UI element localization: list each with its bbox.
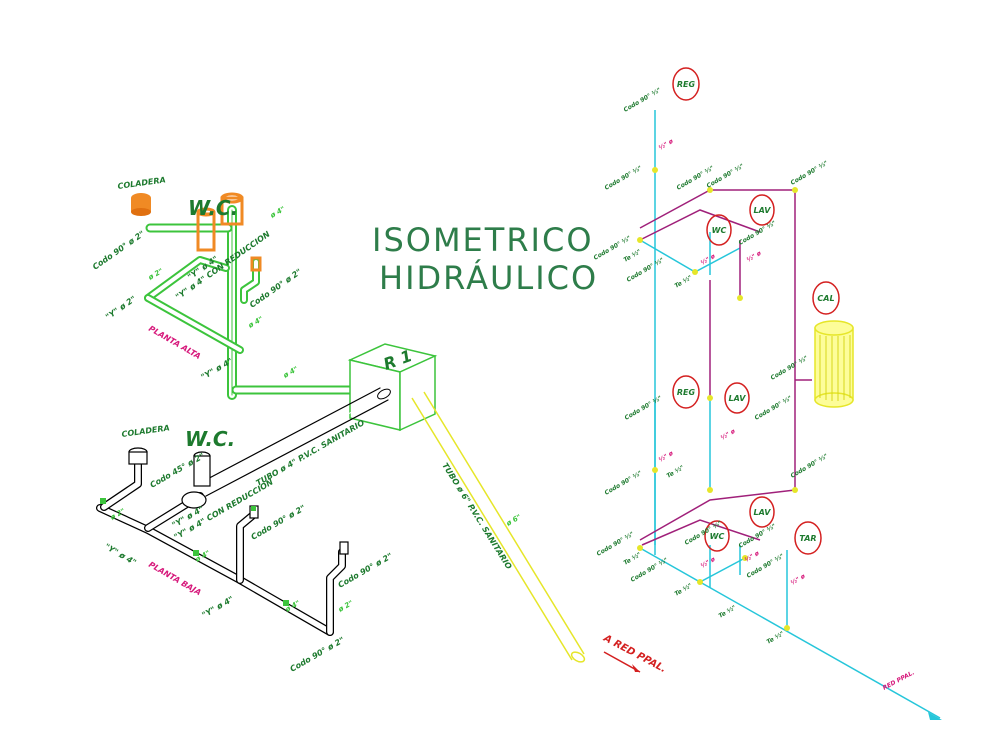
supply-tee-g: Te ½" [766,630,786,645]
outlet-pipe [411,391,586,663]
supply-codo-q: Codo 90° ½" [738,523,778,550]
fixture-cal-label: CAL [817,294,834,303]
label-codo-lower-d: Codo 90° ø 2" [289,635,347,673]
label-tee-lower-b: "Y" ø 4" [103,542,138,567]
cyan-main [699,581,941,719]
fixture-reg-mid-label: REG [677,388,696,397]
fixture-markers [672,67,840,555]
fixture-circle-cal [812,281,840,315]
supply-main-arrow-icon [928,712,942,720]
fixture-labels: REG WC LAV CAL REG LAV WC LAV TAR [677,80,835,543]
fixture-lav-top-label: LAV [754,206,772,215]
supply-labels: Codo 90° ½" Codo 90° ½" Codo 90° ½" Codo… [593,87,916,692]
supply-codo-i: Codo 90° ½" [770,355,810,382]
fixture-reg-top-label: REG [677,80,696,89]
supply-codo-e: Codo 90° ½" [790,160,830,187]
purple-run-lower [639,489,796,541]
fixture-circle-lav-top [749,194,775,226]
pipe-tag-upper-3: ø 4" [246,315,265,330]
pipe-tag-lower-4: ø 2" [336,599,355,614]
fixture-circle-wc-top [706,214,732,246]
supply-main-label: RED PPAL. [882,669,916,692]
label-tee-upper-a: "Y" ø 2" [104,294,138,321]
fixture-circle-reg-top [672,67,700,101]
pipe-tags-green-lower [100,498,289,606]
fixture-circle-wc-bot [704,520,730,552]
fixture-wc-bot-label: WC [710,532,725,541]
fixture-circle-lav-mid [724,382,750,414]
label-codo-upper-a: Codo 90° ø 2" [91,229,146,272]
supply-tee-d: Te ½" [623,551,643,566]
supply-pipe-g: ½" ø [744,549,762,563]
fixture-circle-tar [794,521,822,555]
coladera-lower-label: COLADERA [121,423,170,439]
fixture-tar-label: TAR [799,534,816,543]
supply-pipe-d: ½" ø [720,427,738,441]
supply-tee-f: Te ½" [718,604,738,619]
label-floor-lower: PLANTA BAJA [147,560,203,597]
label-tee-lower-c: "Y" ø 4" [201,594,236,619]
wc-upper-fittings-icon [196,192,262,272]
supply-codo-l: Codo 90° ½" [604,470,644,497]
supply-tee-b: Te ½" [674,274,694,289]
supply-pipe-a: ½" ø [658,137,676,151]
heater-icon [814,320,854,408]
label-floor-upper: PLANTA ALTA [147,324,202,361]
supply-tee-e: Te ½" [674,582,694,597]
fixture-wc-top-label: WC [712,226,727,235]
planta-baja-group [96,387,391,636]
supply-codo-k: Codo 90° ½" [624,395,664,422]
drawing-title-line2: HIDRÁULICO [379,259,599,297]
fixture-circle-reg-mid [672,375,700,409]
coladera-upper-icon [131,193,151,216]
supply-tee-a: Te ½" [623,248,643,263]
supply-codo-g: Codo 90° ½" [626,257,666,284]
supply-pipe-h: ½" ø [790,572,808,586]
supply-codo-j: Codo 90° ½" [754,395,794,422]
coladera-upper-label: COLADERA [117,175,166,191]
fixture-lav-bot-label: LAV [754,508,772,517]
pipe-tag-upper-2: ø 2" [146,267,165,282]
fixture-circle-lav-bot [749,496,775,528]
register-box [347,343,438,432]
pipe-tag-upper-4: ø 4" [281,365,300,380]
supply-codo-n: Codo 90° ½" [596,531,636,558]
drawing-title-line1: ISOMETRICO [372,221,594,259]
supply-network [639,110,941,719]
purple-run-lower-b [641,519,761,546]
wc-upper-label: W.C. [188,196,238,220]
supply-codo-a: Codo 90° ½" [623,87,663,114]
junction-dots [637,167,798,631]
supply-codo-b: Codo 90° ½" [604,165,644,192]
supply-pipe-e: ½" ø [658,449,676,463]
supply-pipe-c: ½" ø [746,249,764,263]
outlet-pipe-tag: ø 6" [504,513,523,528]
wc-lower-fittings-icon [181,451,211,509]
fixture-lav-mid-label: LAV [729,394,747,403]
supply-tee-c: Te ½" [666,464,686,479]
wc-lower-label: W.C. [185,427,235,451]
pipe-tag-upper-1: ø 4" [268,205,287,220]
supply-pipe-f: ½" ø [700,555,718,569]
purple-run-mid [639,209,761,241]
pipe-main-sewer [199,394,386,491]
coladera-lower-icon [128,447,148,465]
